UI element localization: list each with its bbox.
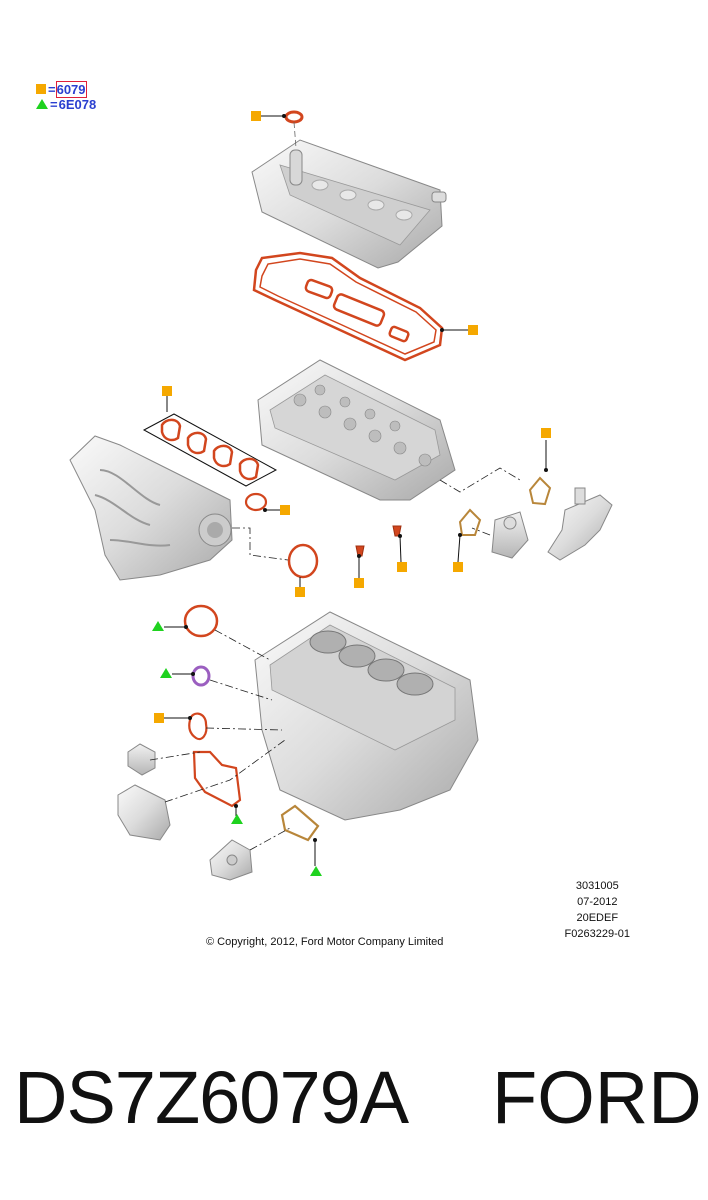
ref-figure: F0263229-01 (564, 928, 630, 940)
cover-plate (127, 743, 156, 776)
large-o-ring (183, 604, 219, 638)
ref-engine: 20EDEF (576, 912, 619, 924)
exhaust-manifold-gasket (142, 413, 278, 487)
ref-code: 3031005 (575, 880, 619, 892)
egr-gasket (458, 508, 482, 536)
oil-filter-housing-gasket (192, 750, 242, 808)
exhaust-manifold (69, 435, 233, 581)
purple-seal (191, 665, 211, 687)
legend-code-6079: 6079 (55, 80, 87, 98)
valve-cover-gasket (252, 251, 444, 362)
oil-filter-housing (117, 784, 171, 841)
square-markers (154, 111, 551, 723)
injector-seal-left (355, 545, 365, 557)
brand-name: FORD (492, 1056, 702, 1139)
legend-row-6e078: = 6E078 (36, 96, 97, 112)
triangle-markers (152, 621, 322, 876)
copyright-notice: © Copyright, 2012, Ford Motor Company Li… (206, 936, 444, 948)
drawing-reference-info: 3031005 07-2012 20EDEF F0263229-01 (565, 878, 630, 942)
oil-pump-gasket-small (188, 712, 208, 741)
egr-valve (491, 511, 529, 559)
engine-gasket-diagram (69, 110, 613, 881)
cylinder-head (257, 359, 456, 501)
legend-equals: = (48, 81, 56, 97)
legend-equals: = (50, 96, 58, 112)
water-pump-gasket (280, 804, 320, 842)
thermostat-gasket (528, 476, 552, 506)
ref-date: 07-2012 (577, 896, 618, 908)
legend-code-6e078: 6E078 (58, 96, 97, 112)
engine-block (254, 611, 479, 821)
turbo-inlet-gasket (244, 492, 268, 512)
part-number: DS7Z6079A (14, 1056, 409, 1139)
oil-cap-seal (284, 110, 304, 124)
thermostat-housing (547, 487, 613, 561)
water-pump-housing (209, 839, 253, 881)
valve-cover (251, 139, 447, 269)
triangle-marker-icon (36, 99, 48, 109)
square-marker-icon (36, 84, 46, 94)
turbo-outlet-gasket (287, 543, 319, 579)
legend-row-6079: = 6079 (36, 80, 87, 98)
